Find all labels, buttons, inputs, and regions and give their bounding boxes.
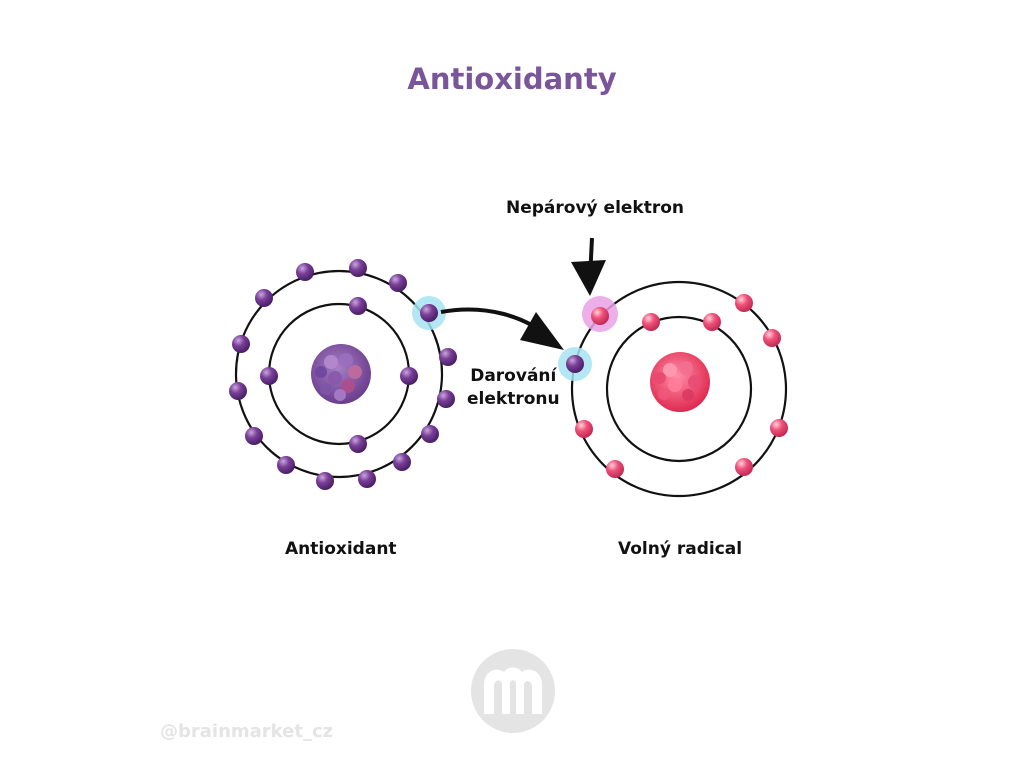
antioxidant-electron — [420, 304, 438, 322]
radical-electron — [763, 329, 781, 347]
radical-electron — [735, 294, 753, 312]
brainmarket-logo-icon — [471, 649, 555, 733]
antioxidant-outer-orbit — [234, 269, 444, 479]
brainmarket-handle: @brainmarket_cz — [160, 721, 334, 742]
antioxidant-electron — [232, 335, 250, 353]
unpaired-electron-label: Nepárový elektron — [506, 198, 685, 218]
free-radical-label: Volný radical — [618, 539, 743, 559]
electron-donation-label-line1: Darování — [470, 366, 557, 386]
antioxidant-electron — [349, 297, 367, 315]
radical-electron — [770, 419, 788, 437]
radical-inner-orbit — [605, 315, 753, 463]
radical-nucleus — [650, 352, 710, 412]
unpaired-electron — [591, 307, 609, 325]
antioxidant-electron — [421, 425, 439, 443]
radical-electron — [703, 313, 721, 331]
antioxidant-electron — [245, 427, 263, 445]
antioxidant-electron — [389, 274, 407, 292]
free-radical-atom — [558, 280, 788, 498]
electron-donation-label: Darování elektronu — [467, 365, 560, 411]
radical-electron — [642, 313, 660, 331]
radical-electron — [575, 420, 593, 438]
radical-outer-orbit — [570, 280, 788, 498]
antioxidant-electron — [255, 289, 273, 307]
pointer-arrow-head — [571, 260, 606, 296]
page-title: Antioxidanty — [407, 62, 617, 96]
donation-arrow-head — [520, 312, 564, 350]
antioxidant-electron — [439, 348, 457, 366]
antioxidant-electron — [296, 263, 314, 281]
antioxidant-label: Antioxidant — [285, 539, 397, 559]
donated-electron — [566, 355, 584, 373]
radical-electron — [606, 460, 624, 478]
antioxidant-electron — [277, 456, 295, 474]
antioxidant-electron — [400, 367, 418, 385]
antioxidant-electron — [260, 367, 278, 385]
antioxidant-electron — [393, 453, 411, 471]
antioxidant-electron — [349, 259, 367, 277]
antioxidant-electron — [437, 390, 455, 408]
antioxidant-nucleus — [311, 344, 371, 404]
antioxidant-electron — [358, 470, 376, 488]
electron-donation-label-line2: elektronu — [467, 389, 560, 409]
antioxidant-atom — [229, 259, 457, 490]
antioxidant-electron — [229, 382, 247, 400]
antioxidant-electron — [316, 472, 334, 490]
antioxidant-electron — [349, 435, 367, 453]
radical-electron — [735, 458, 753, 476]
